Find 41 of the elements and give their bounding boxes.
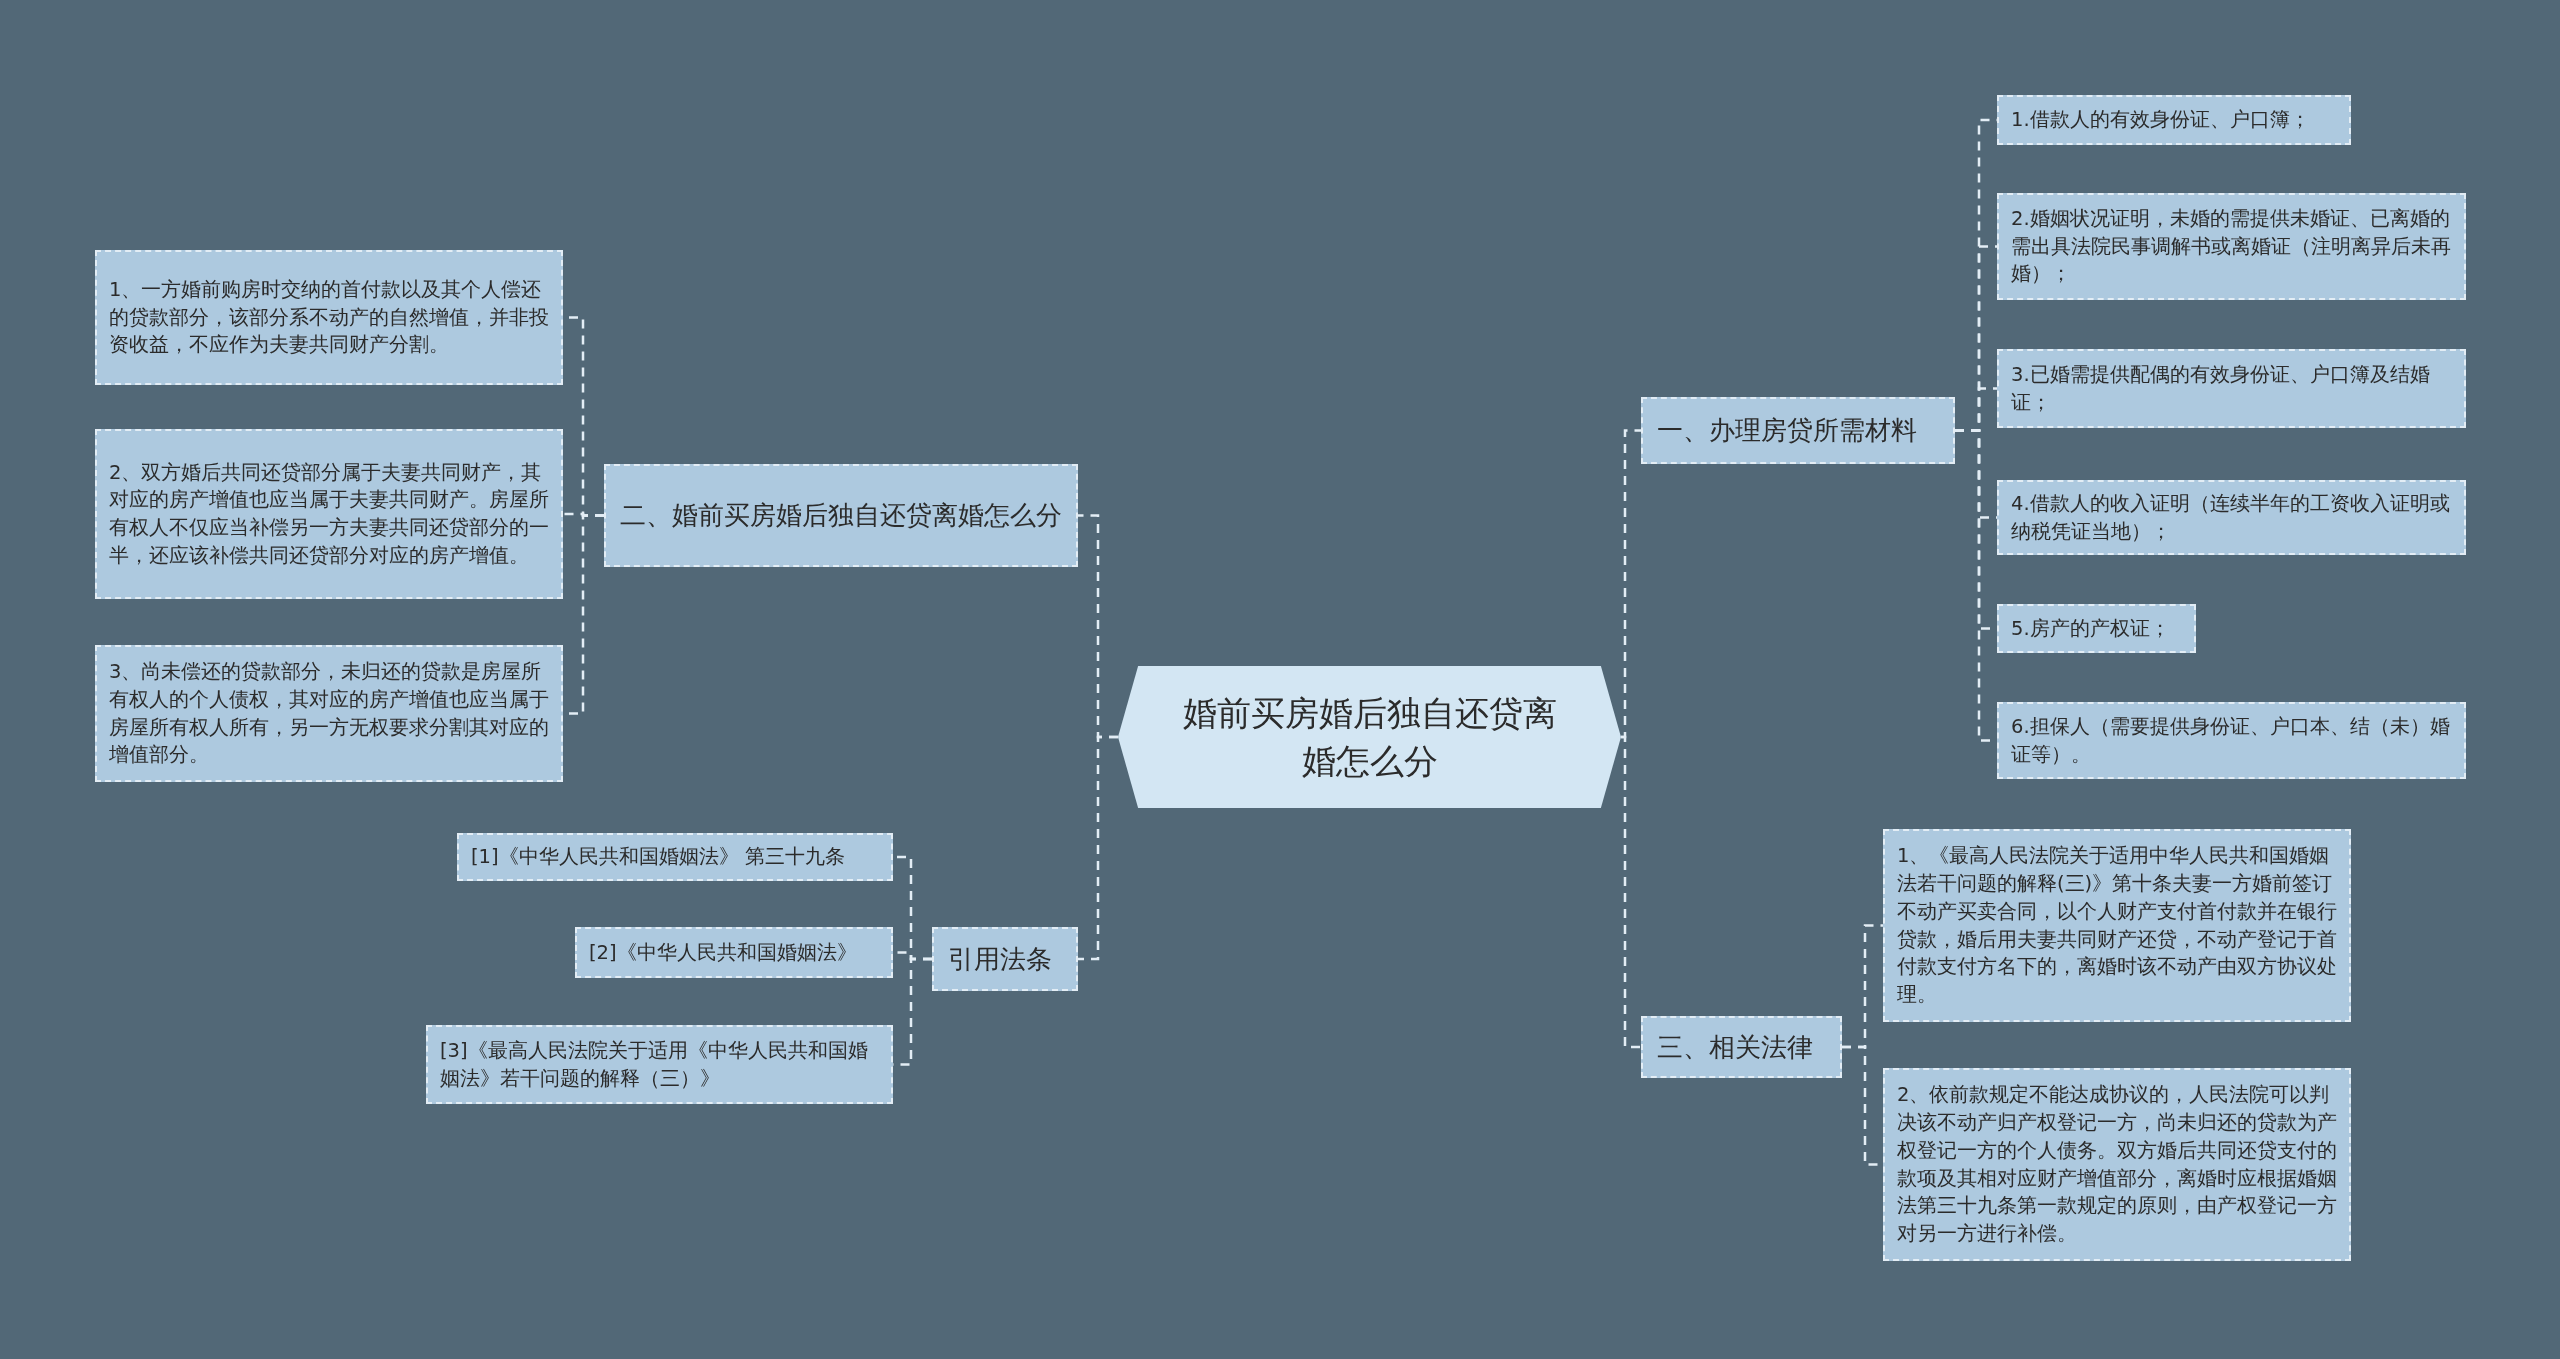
- node-text: [3]《最高人民法院关于适用《中华人民共和国婚姻法》若干问题的解释（三）》: [440, 1037, 869, 1092]
- connector-line: [1078, 735, 1118, 961]
- leaf-note-box: [1997, 702, 2466, 779]
- node-text: 二、婚前买房婚后独自还贷离婚怎么分: [620, 499, 1062, 533]
- central-topic-hexagon: [1118, 666, 1621, 808]
- connector-line: [1621, 735, 1641, 1049]
- node-text: 三、相关法律: [1657, 1030, 1813, 1064]
- node-text: 婚前买房婚后独自还贷离婚怎么分: [1181, 691, 1558, 783]
- node-text: 2、双方婚后共同还贷部分属于夫妻共同财产，其对应的房产增值也应当属于夫妻共同财产。房屋所有权人不仅应当补偿另一方夫妻共同还贷部分的一半，还应该补偿共同还贷部分对应的房产增值。: [109, 459, 549, 569]
- node-text: [1]《中华人民共和国婚姻法》 第三十九条: [471, 844, 845, 870]
- branch-topic-box: [604, 464, 1078, 567]
- node-text: 3、尚未偿还的贷款部分，未归还的贷款是房屋所有权人的个人债权，其对应的房产增值也应当属于房屋所有权人所有，另一方无权要求分割其对应的增值部分。: [109, 659, 549, 769]
- node-text: 3.已婚需提供配偶的有效身份证、户口簿及结婚证；: [2011, 361, 2431, 416]
- branch-topic-box: [1641, 397, 1955, 464]
- branch-topic-box: [932, 927, 1078, 991]
- connector-line: [1621, 429, 1641, 739]
- leaf-note-box: [1997, 604, 2196, 653]
- leaf-note-box: [1997, 95, 2351, 145]
- node-text: 2.婚姻状况证明，未婚的需提供未婚证、已离婚的需出具法院民事调解书或离婚证（注明离异后未再婚）；: [2011, 205, 2452, 288]
- leaf-note-box: [575, 927, 893, 978]
- node-text: 1.借款人的有效身份证、户口簿；: [2011, 107, 2310, 134]
- node-text: [2]《中华人民共和国婚姻法》: [589, 939, 857, 966]
- leaf-note-box: [95, 645, 563, 782]
- node-text: 5.房产的产权证；: [2011, 615, 2170, 642]
- leaf-note-box: [95, 429, 563, 599]
- node-text: 4.借款人的收入证明（连续半年的工资收入证明或纳税凭证当地）；: [2011, 491, 2451, 545]
- node-text: 一、办理房贷所需材料: [1657, 414, 1917, 448]
- leaf-note-box: [1997, 480, 2466, 556]
- leaf-note-box: [457, 833, 893, 881]
- node-text: 引用法条: [948, 942, 1052, 976]
- leaf-note-box: [95, 250, 563, 385]
- leaf-note-box: [1997, 349, 2466, 428]
- branch-topic-box: [1641, 1016, 1842, 1078]
- node-text: 1、《最高人民法院关于适用中华人民共和国婚姻法若干问题的解释(三)》第十条夫妻一方婚前签订不动产买卖合同，以个人财产支付首付款并在银行贷款，婚后用夫妻共同财产还贷，不动产登记于首付款支付方名下的，离婚时该不动产由双方协议处理。: [1897, 843, 2337, 1008]
- node-text: 2、依前款规定不能达成协议的，人民法院可以判决该不动产归产权登记一方，尚未归还的贷款为产权登记一方的个人债务。双方婚后共同还贷支付的款项及其相对应财产增值部分，离婚时应根据婚姻法第三十九条第一款规定的原则，由产权登记一方对另一方进行补偿。: [1897, 1082, 2337, 1247]
- leaf-note-box: [1883, 829, 2351, 1022]
- leaf-note-box: [1883, 1068, 2351, 1261]
- node-text: 1、一方婚前购房时交纳的首付款以及其个人偿还的贷款部分，该部分系不动产的自然增值，并非投资收益，不应作为夫妻共同财产分割。: [109, 276, 549, 359]
- node-text: 6.担保人（需要提供身份证、户口本、结（未）婚证等）。: [2011, 713, 2451, 768]
- leaf-note-box: [426, 1025, 893, 1104]
- leaf-note-box: [1997, 193, 2466, 300]
